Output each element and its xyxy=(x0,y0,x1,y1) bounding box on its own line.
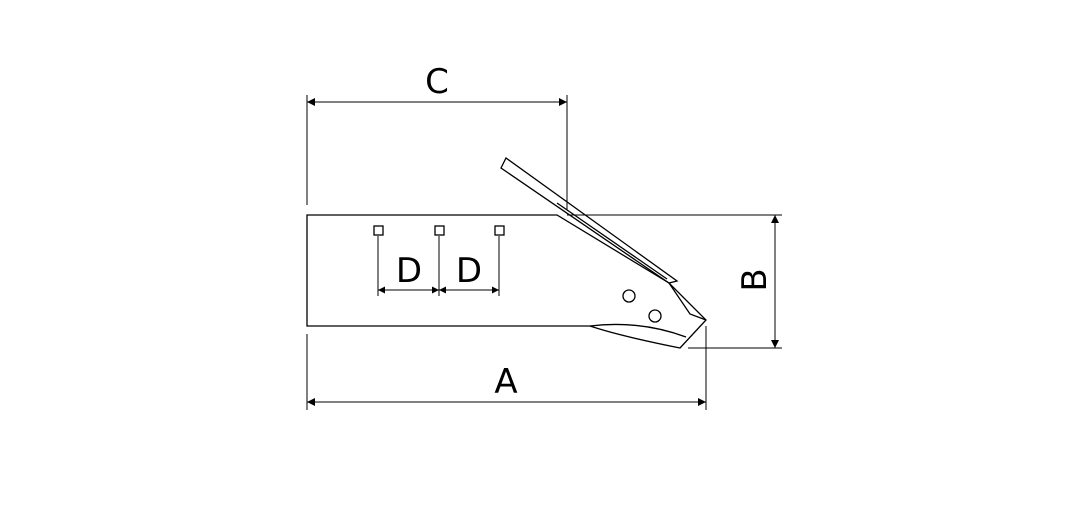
dim-c-label: C xyxy=(425,62,449,102)
blade-body-outline xyxy=(306,214,707,349)
mounting-hole-lower xyxy=(648,309,662,323)
dimension-labels: C A B D D xyxy=(396,62,775,402)
wing-plate-inner xyxy=(556,202,668,280)
dim-a-label: A xyxy=(494,362,517,402)
dim-d2-label: D xyxy=(456,251,482,291)
blade-tip-bevel xyxy=(668,282,707,321)
square-hole-1 xyxy=(373,225,384,236)
square-hole-3 xyxy=(494,225,505,236)
dimension-lines xyxy=(307,98,779,406)
extension-lines xyxy=(306,95,782,410)
wing-plate xyxy=(500,157,679,284)
square-hole-2 xyxy=(434,225,445,236)
dim-b-label: B xyxy=(735,268,775,291)
blade-part xyxy=(306,157,707,349)
blade-edge-curve xyxy=(589,323,687,338)
mounting-hole-upper xyxy=(622,289,636,303)
dim-d1-label: D xyxy=(396,251,422,291)
